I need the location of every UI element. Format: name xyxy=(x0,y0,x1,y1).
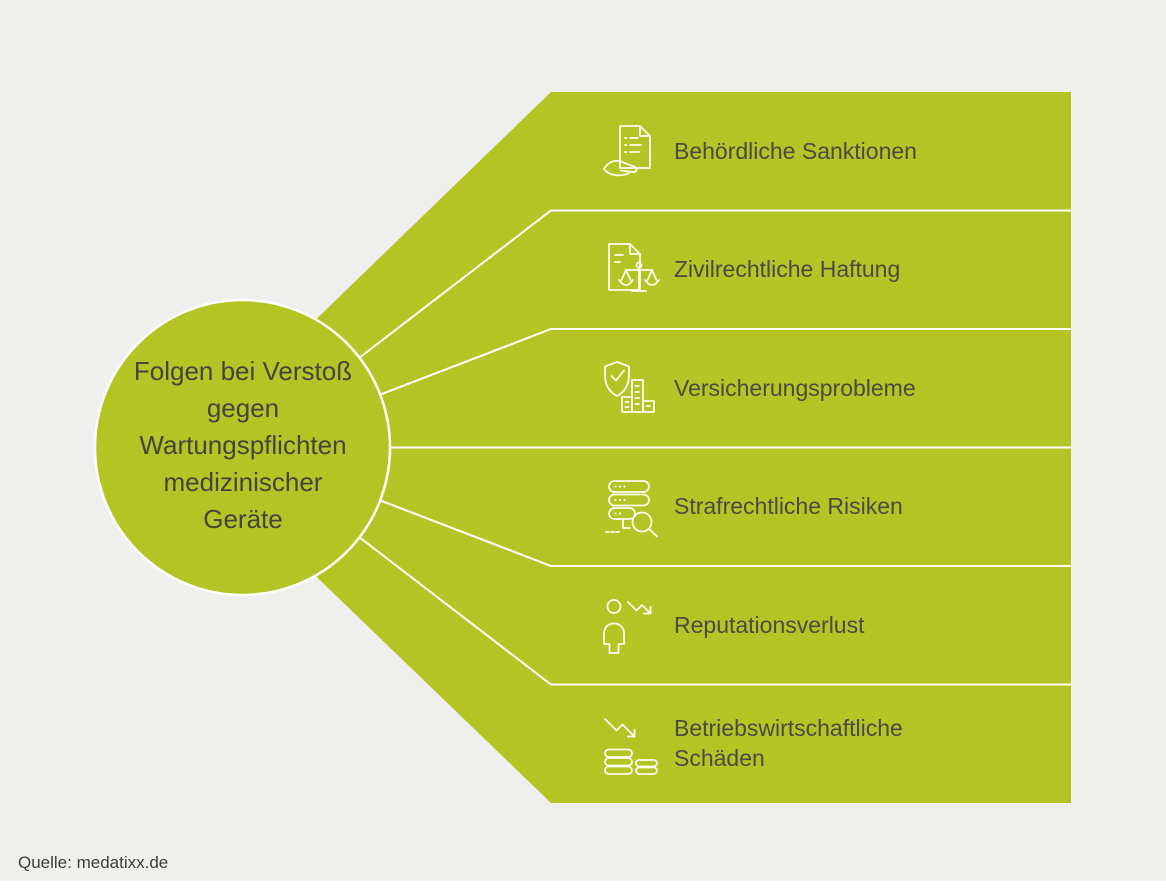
title-line: Geräte xyxy=(203,504,283,534)
branch-row-behoerdliche-sanktionen: Behördliche Sanktionen xyxy=(551,92,1072,210)
branch-label: Reputationsverlust xyxy=(674,612,865,638)
branch-label: Betriebswirtschaftliche Schäden xyxy=(674,715,903,771)
center-circle-title: Folgen bei Verstoß gegen Wartungspflicht… xyxy=(98,353,388,538)
title-line: gegen xyxy=(206,393,280,423)
branch-row-strafrechtliche-risiken: Strafrechtliche Risiken xyxy=(551,447,1072,565)
branch-label: Strafrechtliche Risiken xyxy=(674,493,903,519)
records-magnifier-icon xyxy=(597,474,661,538)
person-declining-arrow-icon xyxy=(597,593,661,657)
coins-declining-arrow-icon xyxy=(597,711,661,775)
branch-label: Versicherungsprobleme xyxy=(674,375,916,401)
branch-row-betriebswirtschaftliche-schaeden: Betriebswirtschaftliche Schäden xyxy=(551,684,1072,802)
shield-check-building-icon xyxy=(597,356,661,420)
branch-label: Zivilrechtliche Haftung xyxy=(674,256,901,282)
document-in-hand-icon xyxy=(597,119,661,183)
source-credit: Quelle: medatixx.de xyxy=(18,853,169,872)
branch-row-reputationsverlust: Reputationsverlust xyxy=(551,566,1072,684)
center-circle xyxy=(93,298,392,597)
branch-row-versicherungsprobleme: Versicherungsprobleme xyxy=(551,329,1072,447)
branch-row-zivilrechtliche-haftung: Zivilrechtliche Haftung xyxy=(551,210,1072,328)
document-scales-icon xyxy=(597,237,661,301)
title-line: Folgen bei Verstoß xyxy=(133,356,353,386)
title-line: Wartungspflichten xyxy=(139,430,347,460)
bottom-white-strip xyxy=(0,881,1166,888)
branch-label: Behördliche Sanktionen xyxy=(674,138,917,164)
title-line: medizinischer xyxy=(163,467,323,497)
